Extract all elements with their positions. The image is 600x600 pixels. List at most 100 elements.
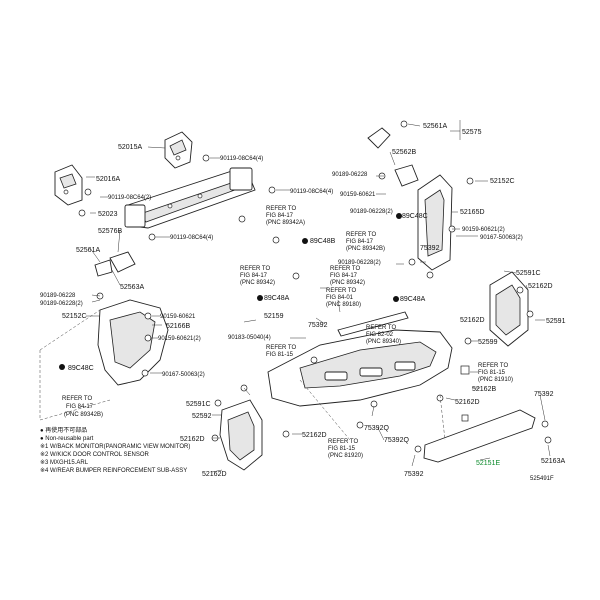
label-52162d-left-2[interactable]: 52162D	[202, 471, 227, 478]
ref-84-17d-3[interactable]: (PNC 89342)	[330, 280, 365, 286]
label-89c48a[interactable]: 89C48A	[264, 295, 290, 302]
label-52591[interactable]: 52591	[546, 318, 566, 325]
ref-81-15b-3[interactable]: (PNC 81910)	[478, 377, 513, 383]
bumper-reinforcement[interactable]	[124, 167, 256, 229]
label-52162d-right[interactable]: 52162D	[528, 283, 553, 290]
label-90189-right-2[interactable]: 90189-06228(2)	[350, 209, 393, 215]
bracket-52015a[interactable]	[164, 131, 193, 169]
center-trim-52159[interactable]	[337, 311, 409, 337]
label-90119-c[interactable]: 90119-08C64(4)	[290, 189, 333, 195]
label-52599[interactable]: 52599	[478, 339, 498, 346]
rear-bumper-cover[interactable]	[267, 329, 453, 407]
ref-84-17c-2[interactable]: FIG 84-17	[240, 273, 268, 279]
label-75392-c[interactable]: 75392	[404, 471, 424, 478]
bracket-52165d[interactable]	[417, 174, 453, 271]
label-89c48c-right[interactable]: 89C48C	[402, 213, 428, 220]
right-lower-cover-52591[interactable]	[489, 271, 529, 347]
label-90167-right[interactable]: 90167-50063(2)	[480, 235, 523, 241]
left-lower-cover-52592[interactable]	[219, 399, 263, 471]
ref-84-17d-2[interactable]: FIG 84-17	[330, 273, 358, 279]
ref-84-17d-1[interactable]: REFER TO	[330, 266, 360, 272]
label-52015a[interactable]: 52015A	[118, 144, 142, 151]
ref-left-2[interactable]: FIG 84-17	[66, 404, 94, 410]
left-side-cover[interactable]	[39, 299, 169, 421]
label-52591c-right[interactable]: 52591C	[516, 270, 541, 277]
ref-82-02-1[interactable]: REFER TO	[366, 325, 396, 331]
ref-82-02-3[interactable]: (PNC 89340)	[366, 339, 401, 345]
label-52162d-bottom[interactable]: 52162D	[302, 432, 327, 439]
ref-81-15c-1[interactable]: REFER TO	[328, 439, 358, 445]
label-52152c-left[interactable]: 52152C	[62, 313, 87, 320]
lower-garnish-52151e[interactable]	[423, 409, 536, 463]
label-75392-d[interactable]: 75392	[308, 322, 328, 329]
label-90159-left[interactable]: 90159-60621	[160, 314, 196, 320]
leader-lines	[86, 120, 551, 473]
label-90189-right-3[interactable]: 90189-06228(2)	[338, 260, 381, 266]
label-89c48b[interactable]: 89C48B	[310, 238, 336, 245]
ref-84-17b-2[interactable]: FIG 84-17	[346, 239, 374, 245]
label-52023[interactable]: 52023	[98, 211, 118, 218]
ref-left-1[interactable]: REFER TO	[62, 396, 92, 402]
label-52016a[interactable]: 52016A	[96, 176, 120, 183]
label-52162d-center[interactable]: 52162D	[455, 399, 480, 406]
ref-84-01-2[interactable]: FIG 84-01	[326, 295, 354, 301]
ref-84-17c-3[interactable]: (PNC 89342)	[240, 280, 275, 286]
label-52162d-right-2[interactable]: 52162D	[460, 317, 485, 324]
label-52563a[interactable]: 52563A	[120, 284, 144, 291]
label-90189-left[interactable]: 90189-06228	[40, 293, 76, 299]
label-52166b[interactable]: 52166B	[166, 323, 190, 330]
ref-84-17a-2[interactable]: FIG 84-17	[266, 213, 294, 219]
ref-82-02-2[interactable]: FIG 82-02	[366, 332, 394, 338]
label-75392-b[interactable]: 75392	[534, 391, 554, 398]
label-52159[interactable]: 52159	[264, 313, 284, 320]
ref-84-17a-3[interactable]: (PNC 89342A)	[266, 220, 305, 226]
label-52561a-left[interactable]: 52561A	[76, 247, 100, 254]
part-labels: 52015A 90119-08C64(4) 52016A 90119-08C64…	[40, 123, 566, 482]
label-52162d-left[interactable]: 52162D	[180, 436, 205, 443]
label-52591c-left[interactable]: 52591C	[186, 401, 211, 408]
label-89c48c-left[interactable]: 89C48C	[68, 365, 94, 372]
label-75392q-a[interactable]: 75392Q	[384, 437, 409, 444]
bracket-52016a[interactable]	[54, 164, 83, 206]
label-90159-left-2[interactable]: 90159-60621(2)	[158, 336, 201, 342]
holder-52575[interactable]	[367, 127, 419, 187]
label-90119-b[interactable]: 90119-08C64(2)	[108, 195, 151, 201]
label-90159-right[interactable]: 90159-60621	[340, 192, 376, 198]
ref-84-17a-1[interactable]: REFER TO	[266, 206, 296, 212]
label-90189-left-2[interactable]: 90189-06228(2)	[40, 301, 83, 307]
label-52152c-right[interactable]: 52152C	[490, 178, 515, 185]
ref-81-15c-2[interactable]: FIG 81-15	[328, 446, 356, 452]
label-90167-left[interactable]: 90167-50063(2)	[162, 372, 205, 378]
label-90189-right[interactable]: 90189-06228	[332, 172, 368, 178]
label-52165d[interactable]: 52165D	[460, 209, 485, 216]
label-52576b[interactable]: 52576B	[98, 228, 122, 235]
bracket-52576b[interactable]	[94, 251, 136, 277]
label-52562b[interactable]: 52562B	[392, 149, 416, 156]
label-52575[interactable]: 52575	[462, 129, 482, 136]
ref-81-15c-3[interactable]: (PNC 81920)	[328, 453, 363, 459]
ref-84-17c-1[interactable]: REFER TO	[240, 266, 270, 272]
ref-81-15a-2[interactable]: FIG 81-15	[266, 352, 294, 358]
label-52561a-right[interactable]: 52561A	[423, 123, 447, 130]
ref-84-17b-1[interactable]: REFER TO	[346, 232, 376, 238]
ref-84-01-3[interactable]: (PNC 89180)	[326, 302, 361, 308]
label-52163a[interactable]: 52163A	[541, 458, 565, 465]
ref-81-15a-1[interactable]: REFER TO	[266, 345, 296, 351]
label-90159-right-2[interactable]: 90159-60621(2)	[462, 227, 505, 233]
label-75392q-b[interactable]: 75392Q	[364, 425, 389, 432]
label-52162b[interactable]: 52162B	[472, 386, 496, 393]
label-52151e[interactable]: 52151E	[476, 460, 500, 467]
label-75392-a[interactable]: 75392	[420, 245, 440, 252]
ref-81-15b-1[interactable]: REFER TO	[478, 363, 508, 369]
ref-84-17b-3[interactable]: (PNC 89342B)	[346, 246, 385, 252]
label-90119-a[interactable]: 90119-08C64(4)	[220, 156, 263, 162]
label-89c48a-right[interactable]: 89C48A	[400, 296, 426, 303]
legend-line-1: ● 再使用不可部品	[40, 426, 87, 434]
diagram-code: 525491F	[530, 476, 554, 482]
label-52592[interactable]: 52592	[192, 413, 212, 420]
label-90119-d[interactable]: 90119-08C64(4)	[170, 235, 213, 241]
label-90183[interactable]: 90183-05040(4)	[228, 335, 271, 341]
ref-left-3[interactable]: (PNC 89342B)	[64, 412, 103, 418]
ref-84-01-1[interactable]: REFER TO	[326, 288, 356, 294]
ref-81-15b-2[interactable]: FIG 81-15	[478, 370, 506, 376]
